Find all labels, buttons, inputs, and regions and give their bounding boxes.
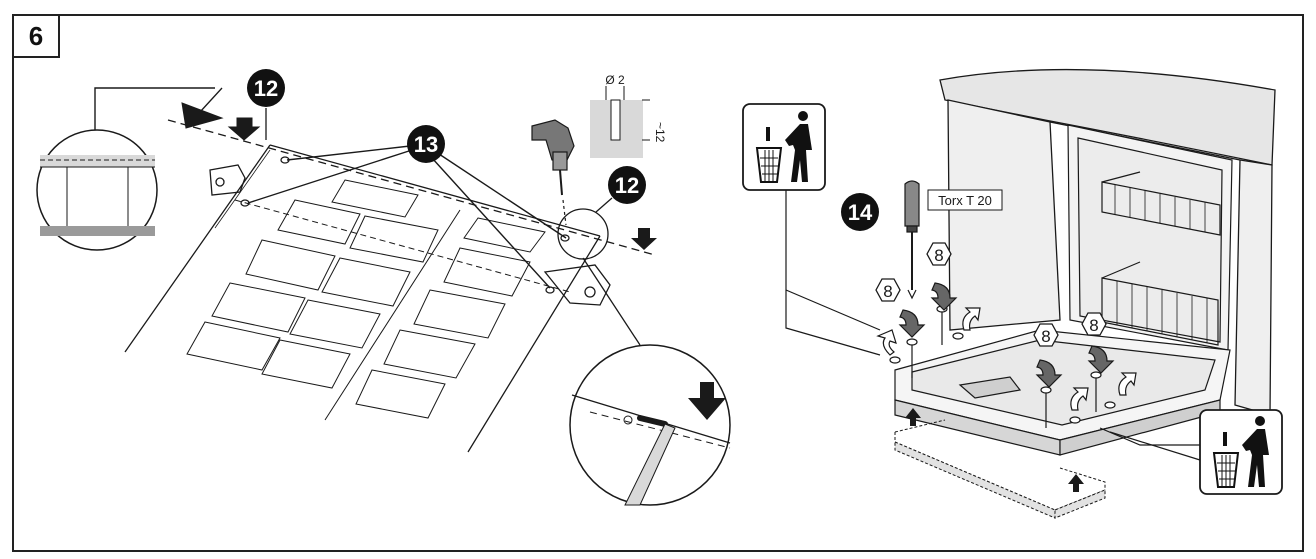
svg-text:Ø 2: Ø 2 — [605, 73, 625, 87]
tool-label: Torx T 20 — [927, 189, 1003, 211]
svg-text:14: 14 — [848, 200, 873, 225]
base-outline — [894, 408, 1106, 519]
svg-text:8: 8 — [1041, 327, 1050, 346]
svg-text:8: 8 — [934, 246, 943, 265]
screw-icon — [1040, 386, 1052, 428]
drill-icon — [531, 119, 575, 226]
screw-icon — [1090, 371, 1102, 412]
svg-text:12: 12 — [254, 76, 278, 101]
hex-label-8: 8 — [1081, 312, 1107, 336]
hex-label-8: 8 — [1033, 323, 1059, 347]
align-arrow — [181, 87, 261, 141]
disposal-bin-icon — [1199, 409, 1283, 495]
screw-icon — [906, 338, 918, 378]
callout-12-top: 12 — [247, 69, 285, 140]
disposal-bin-icon — [742, 103, 826, 191]
hex-label-8: 8 — [875, 278, 901, 302]
svg-text:~12: ~12 — [653, 122, 667, 143]
screw-icon — [936, 305, 948, 345]
hex-label-8: 8 — [926, 242, 952, 266]
callout-12-right: 12 — [557, 166, 657, 260]
figure-frame — [12, 14, 1304, 552]
dishwasher — [894, 124, 1233, 456]
drill-hole-detail: Ø 2 ~12 — [590, 73, 667, 158]
svg-text:13: 13 — [414, 132, 438, 157]
edge-detail-magnifier — [569, 257, 731, 506]
callout-14: 14 — [841, 193, 879, 231]
screws — [889, 305, 1116, 428]
svg-text:12: 12 — [615, 173, 639, 198]
svg-text:Torx T 20: Torx T 20 — [938, 193, 992, 208]
mounting-template — [124, 119, 656, 453]
svg-text:8: 8 — [883, 282, 892, 301]
magnifier-detail-icon — [36, 129, 158, 251]
insert-arrows — [876, 282, 1137, 411]
cabinet — [939, 68, 1276, 416]
callout-13: 13 — [247, 125, 567, 289]
svg-text:8: 8 — [1089, 316, 1098, 335]
step-number: 6 — [12, 14, 60, 58]
screwdriver-icon — [904, 180, 920, 300]
